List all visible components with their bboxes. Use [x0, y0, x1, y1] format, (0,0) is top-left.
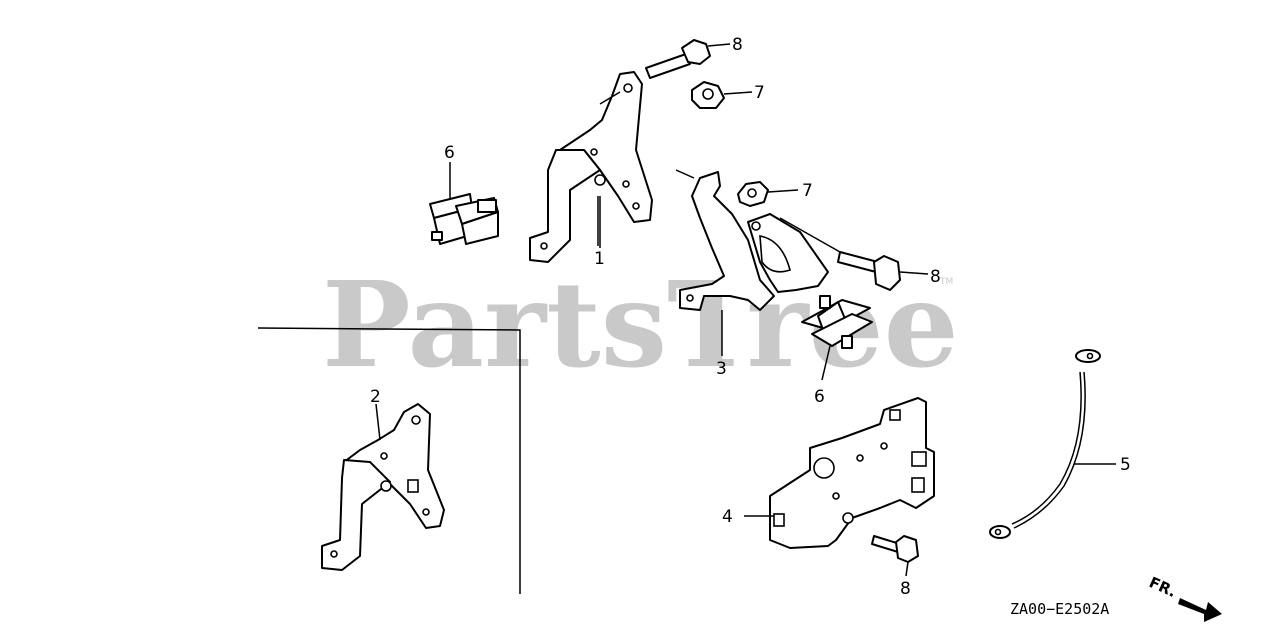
callout-2: 2	[370, 387, 381, 407]
part-5-cable	[989, 349, 1101, 539]
front-direction-indicator: FR.	[1146, 573, 1222, 622]
part-8-bolt-middle	[837, 251, 901, 291]
part-3-bracket	[675, 169, 829, 311]
part-8-bolt-lower	[871, 535, 919, 563]
callout-3: 3	[716, 359, 727, 379]
callout-6-left: 6	[444, 143, 455, 163]
callout-7-middle: 7	[802, 181, 813, 201]
callout-8-upper: 8	[732, 35, 743, 55]
leader-lines	[375, 43, 1116, 577]
callout-8-lower: 8	[900, 579, 911, 599]
front-direction-label: FR.	[1146, 573, 1179, 601]
part-2-bracket	[321, 403, 445, 571]
inset-frame-line	[257, 327, 521, 594]
drawing-code: ZA00−E2502A	[1010, 600, 1109, 618]
part-7-nut-upper	[691, 81, 725, 109]
part-6-mount-left	[429, 193, 499, 245]
callout-1: 1	[594, 249, 605, 269]
part-6-mount-right	[801, 295, 873, 349]
callout-6-right: 6	[814, 387, 825, 407]
watermark-trademark: TM	[939, 277, 953, 287]
part-8-bolt-upper	[645, 39, 711, 79]
front-direction-arrow-icon	[1178, 598, 1222, 622]
part-1-bracket	[529, 71, 653, 263]
callout-8-middle: 8	[930, 267, 941, 287]
part-7-nut-middle	[737, 181, 769, 207]
callout-4: 4	[722, 507, 733, 527]
callout-7-upper: 7	[754, 83, 765, 103]
part-4-plate	[769, 397, 935, 549]
callout-5: 5	[1120, 455, 1131, 475]
